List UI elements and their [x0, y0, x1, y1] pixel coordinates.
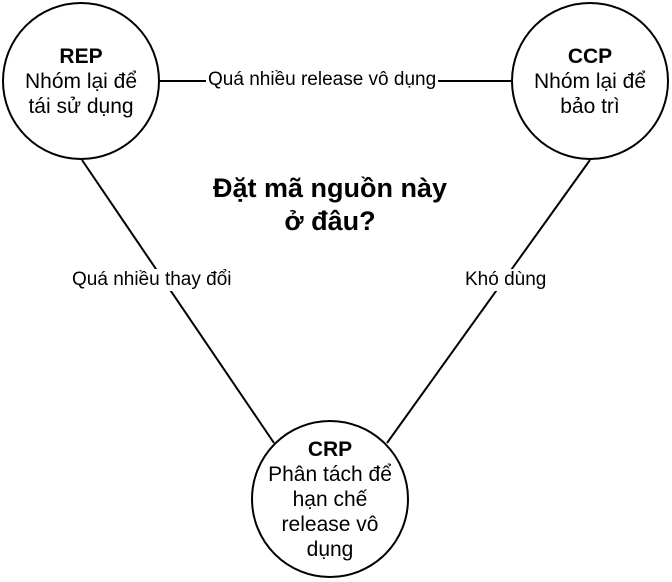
node-crp-text: Phân tách để hạn chế release vô dụng	[268, 462, 392, 561]
node-ccp-text: Nhóm lại để bảo trì	[533, 69, 647, 118]
edge-label-ccp-crp: Khó dùng	[463, 269, 549, 291]
node-ccp: CCP Nhóm lại để bảo trì	[511, 2, 669, 160]
node-crp-title: CRP	[307, 437, 353, 461]
node-rep-text: Nhóm lại để tái sử dụng	[24, 69, 138, 118]
center-question-line2: ở đâu?	[284, 206, 376, 236]
edge-line-ccp-crp	[386, 159, 591, 444]
edge-label-rep-ccp: Quá nhiều release vô dụng	[206, 69, 439, 91]
edge-line-rep-crp	[81, 159, 275, 444]
center-question-line1: Đặt mã nguồn này	[212, 173, 448, 203]
node-crp: CRP Phân tách để hạn chế release vô dụng	[251, 420, 409, 578]
node-ccp-title: CCP	[567, 44, 613, 68]
node-rep: REP Nhóm lại để tái sử dụng	[2, 2, 160, 160]
node-rep-title: REP	[59, 44, 103, 68]
edge-label-rep-crp: Quá nhiều thay đổi	[70, 269, 234, 291]
center-question: Đặt mã nguồn này ở đâu?	[180, 172, 480, 238]
